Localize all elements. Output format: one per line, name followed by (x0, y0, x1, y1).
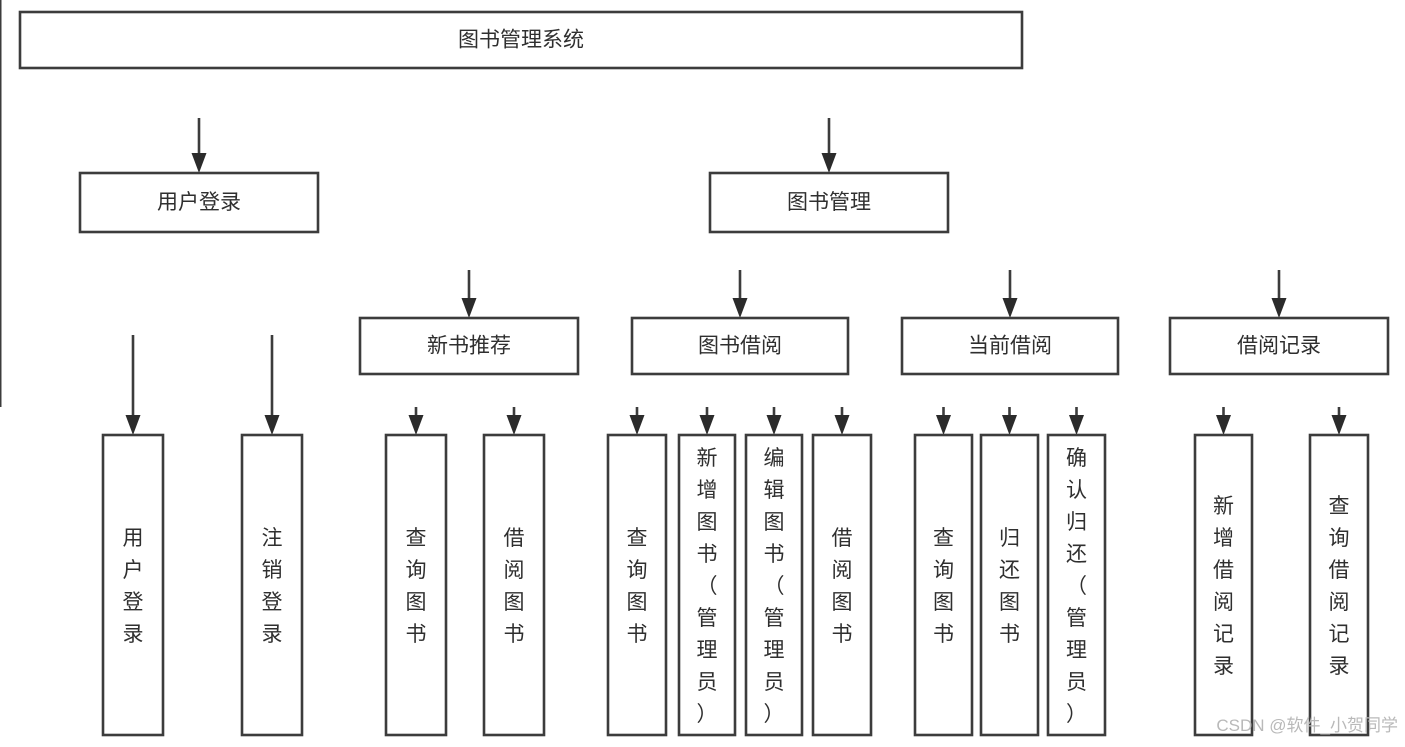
arrow-head-icon (629, 415, 645, 435)
arrow-head-icon (821, 153, 837, 173)
arrow-head-icon (408, 415, 424, 435)
node-borrow-record[interactable]: 借阅记录 (1168, 316, 1390, 376)
node-box-leaf-query-book-current[interactable] (913, 433, 974, 737)
connector-layer (0, 0, 1347, 435)
node-leaf-confirm-return-admin[interactable]: 确认归还（管理员） (1046, 433, 1107, 737)
node-root[interactable]: 图书管理系统 (18, 10, 1024, 70)
node-label-leaf-add-book-admin: 新增图书（管理员） (697, 447, 718, 726)
node-leaf-add-borrow-record[interactable]: 新增借阅记录 (1193, 433, 1254, 737)
node-leaf-borrow-book-new[interactable]: 借阅图书 (482, 433, 546, 737)
node-label-leaf-borrow-book-new: 借阅图书 (504, 527, 525, 646)
arrow-head-icon (461, 298, 477, 318)
arrow-head-icon (1002, 298, 1018, 318)
node-leaf-user-login[interactable]: 用户登录 (101, 433, 165, 737)
arrow-head-icon (1216, 415, 1231, 435)
node-box-leaf-query-book-new[interactable] (384, 433, 448, 737)
node-label-leaf-confirm-return-admin: 确认归还（管理员） (1066, 447, 1087, 726)
node-leaf-logout-login[interactable]: 注销登录 (240, 433, 304, 737)
arrow-head-icon (936, 415, 951, 435)
arrow-head-icon (506, 415, 522, 435)
node-label-borrow-record: 借阅记录 (1237, 335, 1321, 358)
csdn-watermark: CSDN @软件_小贺同学 (1216, 716, 1398, 735)
node-box-leaf-edit-book-admin[interactable] (744, 433, 804, 737)
node-label-leaf-query-book-borrow: 查询图书 (627, 527, 648, 646)
node-box-leaf-query-borrow-record[interactable] (1308, 433, 1370, 737)
node-label-new-book-recommend: 新书推荐 (427, 335, 511, 358)
node-box-book-management[interactable] (708, 171, 950, 234)
node-label-leaf-query-book-current: 查询图书 (933, 527, 954, 646)
node-box-leaf-return-book[interactable] (979, 433, 1040, 737)
node-box-new-book-recommend[interactable] (358, 316, 580, 376)
arrow-head-icon (1069, 415, 1084, 435)
node-leaf-return-book[interactable]: 归还图书 (979, 433, 1040, 737)
node-leaf-query-book-current[interactable]: 查询图书 (913, 433, 974, 737)
node-leaf-query-book-new[interactable]: 查询图书 (384, 433, 448, 737)
node-leaf-add-book-admin[interactable]: 新增图书（管理员） (677, 433, 737, 737)
node-new-book-recommend[interactable]: 新书推荐 (358, 316, 580, 376)
node-layer: 图书管理系统用户登录图书管理新书推荐图书借阅当前借阅借阅记录用户登录注销登录查询… (18, 10, 1390, 737)
node-box-leaf-user-login[interactable] (101, 433, 165, 737)
node-label-book-management: 图书管理 (787, 191, 871, 214)
node-box-leaf-logout-login[interactable] (240, 433, 304, 737)
node-label-leaf-return-book: 归还图书 (999, 527, 1020, 646)
node-box-book-borrow[interactable] (630, 316, 850, 376)
node-leaf-query-borrow-record[interactable]: 查询借阅记录 (1308, 433, 1370, 737)
node-book-management[interactable]: 图书管理 (708, 171, 950, 234)
node-box-user-login[interactable] (78, 171, 320, 234)
arrow-head-icon (1271, 298, 1287, 318)
node-label-leaf-borrow-book: 借阅图书 (832, 527, 853, 646)
node-box-root[interactable] (18, 10, 1024, 70)
node-label-user-login: 用户登录 (157, 191, 241, 214)
node-label-current-borrow: 当前借阅 (968, 335, 1052, 358)
node-label-leaf-edit-book-admin: 编辑图书（管理员） (764, 447, 785, 726)
node-label-book-borrow: 图书借阅 (698, 335, 782, 358)
node-label-root: 图书管理系统 (458, 29, 584, 52)
arrow-head-icon (834, 415, 850, 435)
arrow-head-icon (125, 415, 141, 435)
node-book-borrow[interactable]: 图书借阅 (630, 316, 850, 376)
node-leaf-edit-book-admin[interactable]: 编辑图书（管理员） (744, 433, 804, 737)
node-current-borrow[interactable]: 当前借阅 (900, 316, 1120, 376)
arrow-head-icon (1331, 415, 1347, 435)
node-box-borrow-record[interactable] (1168, 316, 1390, 376)
node-label-leaf-add-borrow-record: 新增借阅记录 (1213, 495, 1234, 678)
arrow-head-icon (1002, 415, 1017, 435)
arrow-head-icon (191, 153, 207, 173)
node-label-leaf-query-book-new: 查询图书 (406, 527, 427, 646)
node-box-current-borrow[interactable] (900, 316, 1120, 376)
node-box-leaf-add-book-admin[interactable] (677, 433, 737, 737)
node-box-leaf-add-borrow-record[interactable] (1193, 433, 1254, 737)
node-box-leaf-query-book-borrow[interactable] (606, 433, 668, 737)
node-user-login[interactable]: 用户登录 (78, 171, 320, 234)
arrow-head-icon (264, 415, 280, 435)
node-box-leaf-borrow-book-new[interactable] (482, 433, 546, 737)
node-leaf-query-book-borrow[interactable]: 查询图书 (606, 433, 668, 737)
node-box-leaf-borrow-book[interactable] (811, 433, 873, 737)
arrow-head-icon (732, 298, 748, 318)
arrow-head-icon (766, 415, 782, 435)
arrow-head-icon (699, 415, 715, 435)
node-leaf-borrow-book[interactable]: 借阅图书 (811, 433, 873, 737)
node-label-leaf-user-login: 用户登录 (123, 527, 144, 646)
node-label-leaf-logout-login: 注销登录 (262, 527, 283, 646)
node-label-leaf-query-borrow-record: 查询借阅记录 (1329, 495, 1350, 678)
node-box-leaf-confirm-return-admin[interactable] (1046, 433, 1107, 737)
